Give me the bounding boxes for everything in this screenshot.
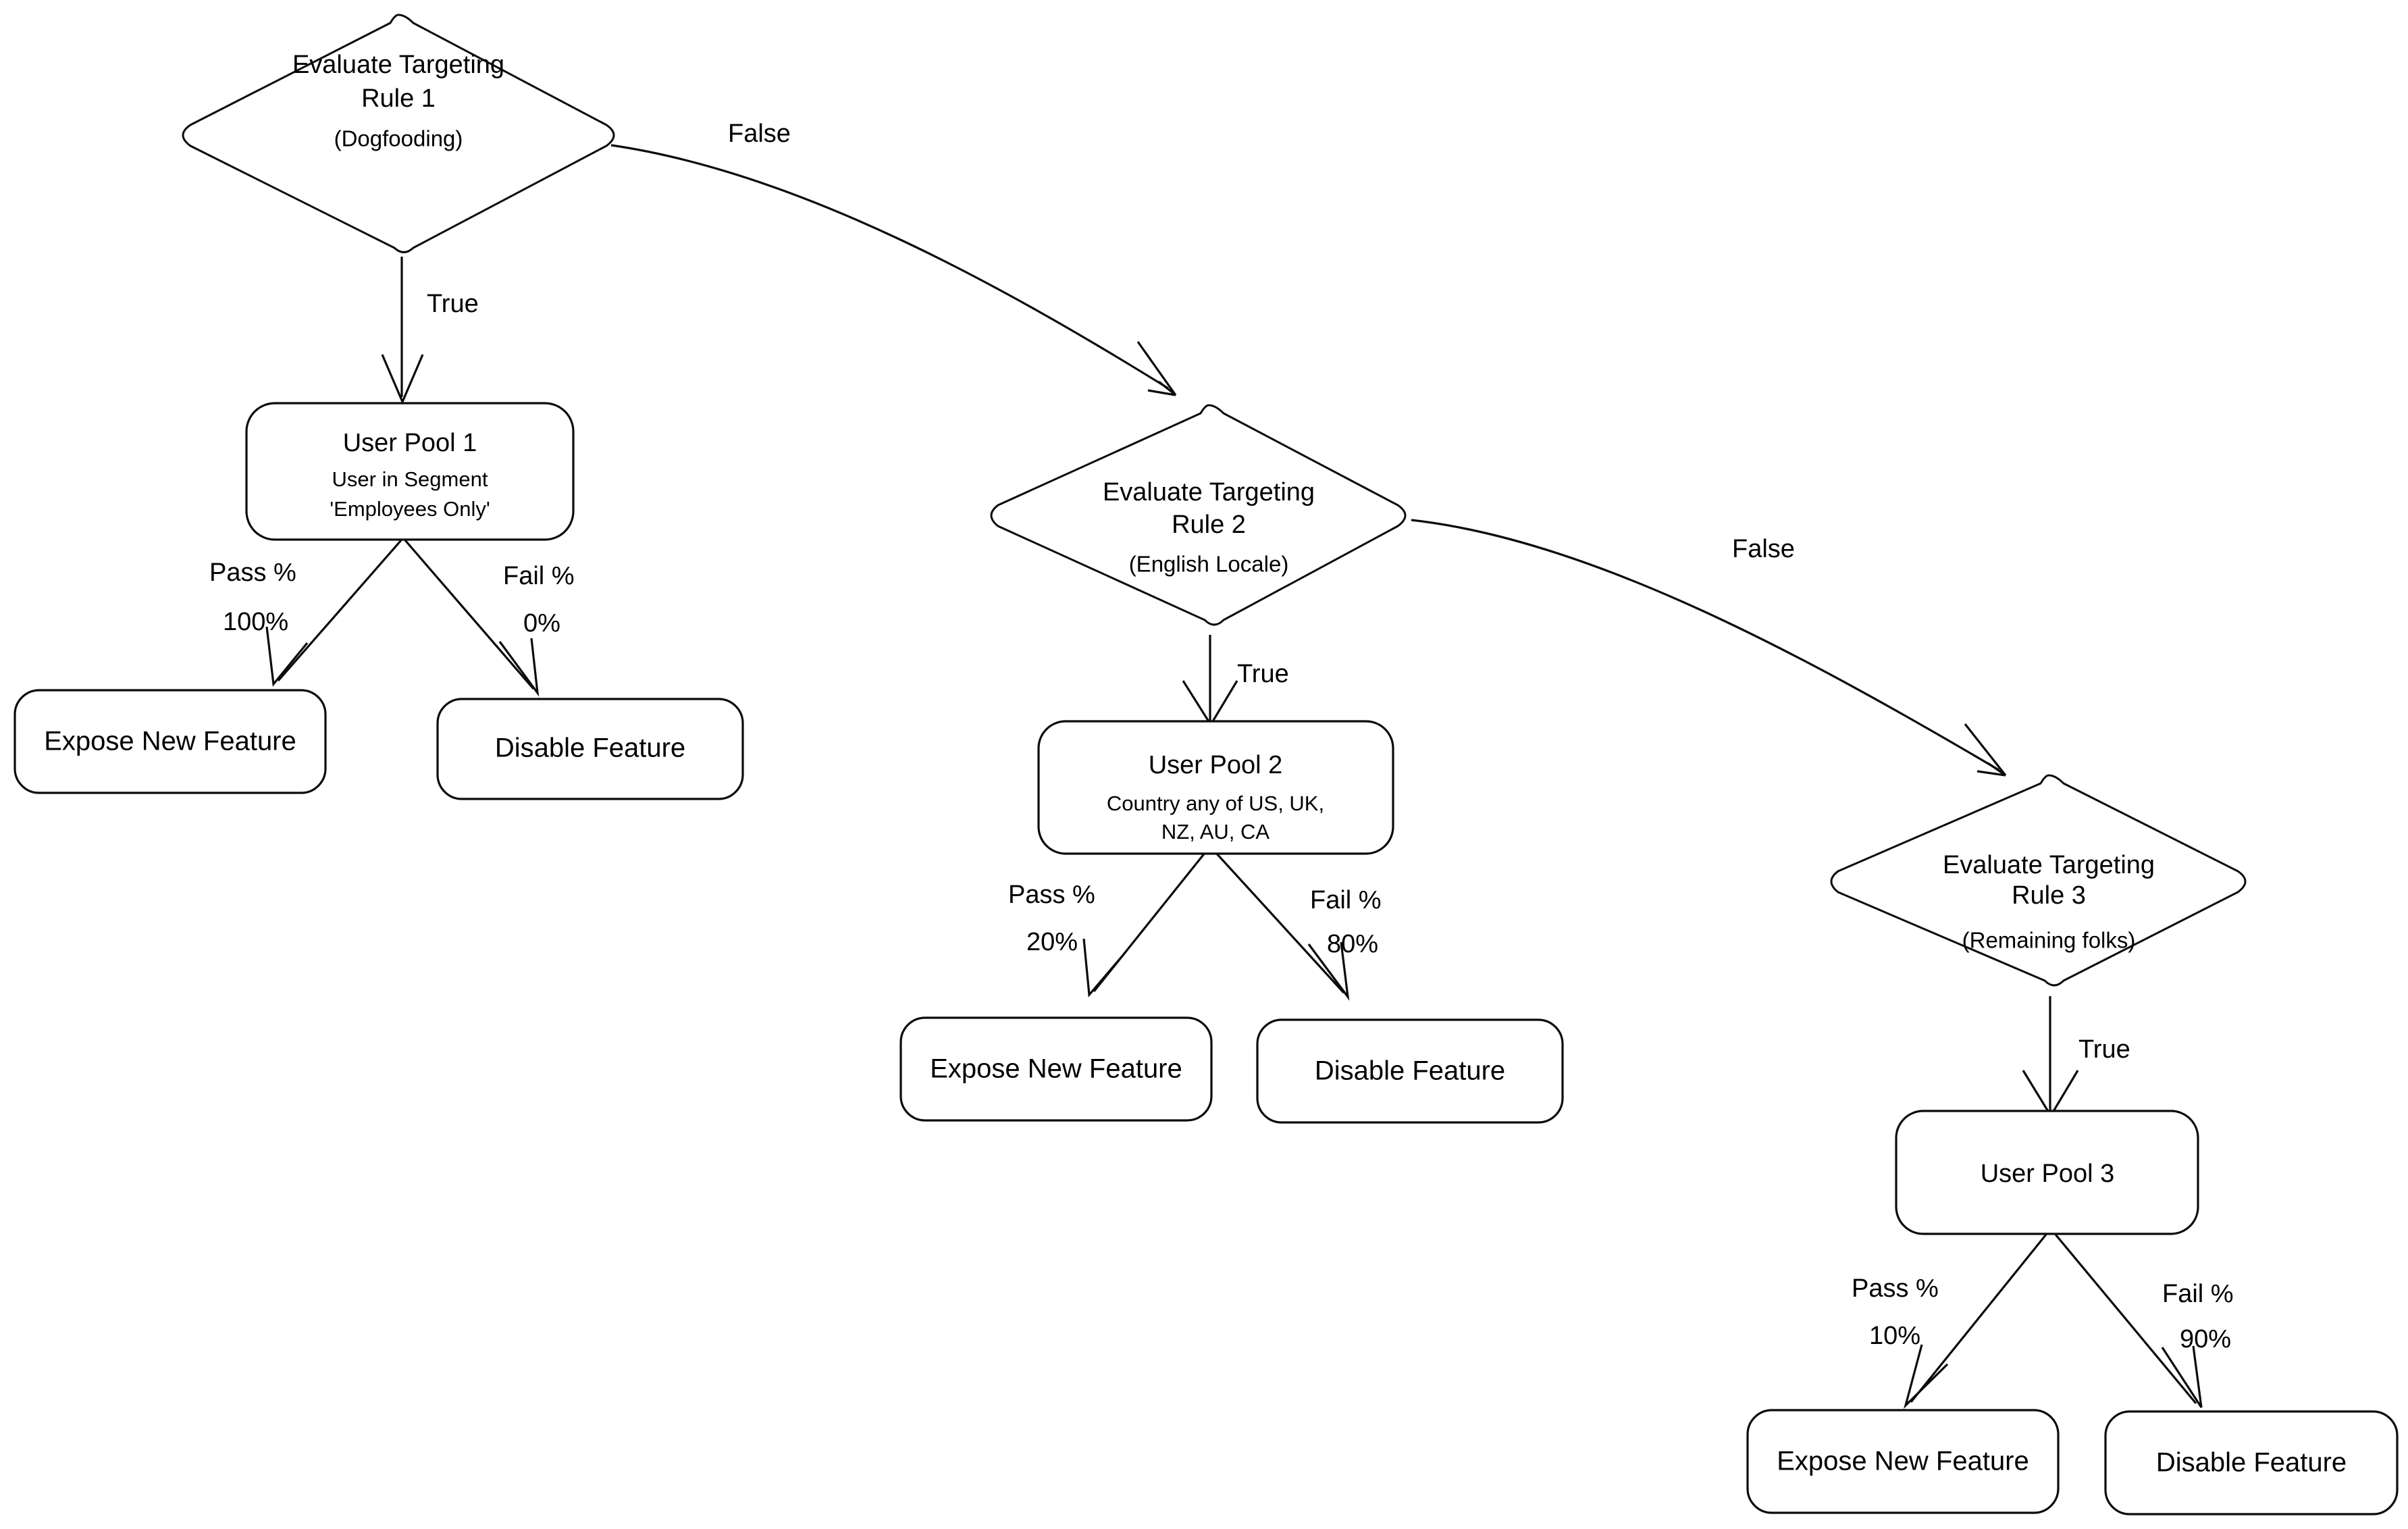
edge-rule1-true xyxy=(381,257,424,405)
node-pool3-title: User Pool 3 xyxy=(1981,1160,2115,1188)
edge-label-pool1-pass-value: 100% xyxy=(223,608,288,636)
edge-label-pool2-pass-value: 20% xyxy=(1026,928,1078,956)
node-expose3[interactable]: Expose New Feature xyxy=(1746,1409,2060,1514)
node-pool2-sub-line1: Country any of US, UK, xyxy=(1107,792,1324,815)
node-rule3-shape xyxy=(1830,774,2247,987)
node-pool1-title: User Pool 1 xyxy=(343,429,477,457)
node-disable2-label: Disable Feature xyxy=(1315,1056,1505,1086)
node-expose1-label: Expose New Feature xyxy=(44,727,296,756)
node-expose2-shape xyxy=(899,1016,1213,1122)
edge-label-pool2-fail-value: 80% xyxy=(1327,930,1378,958)
node-expose3-shape xyxy=(1746,1409,2060,1514)
node-pool2[interactable]: User Pool 2 Country any of US, UK, NZ, A… xyxy=(1037,720,1394,855)
node-pool2-sub-line2: NZ, AU, CA xyxy=(1161,820,1270,844)
node-pool3[interactable]: User Pool 3 xyxy=(1895,1110,2199,1235)
edge-pool1-pass-arrowhead xyxy=(265,626,309,687)
edge-label-rule1-true: True xyxy=(427,290,479,318)
edge-pool3-pass-line xyxy=(1910,1233,2047,1403)
edge-rule1-true-arrowhead xyxy=(381,354,424,405)
edge-pool3-pass xyxy=(1903,1233,2047,1409)
node-disable3[interactable]: Disable Feature xyxy=(2104,1410,2399,1515)
node-expose1-shape xyxy=(14,689,327,794)
node-pool1[interactable]: User Pool 1 User in Segment 'Employees O… xyxy=(245,402,575,541)
edge-rule1-false xyxy=(610,144,1177,396)
node-rule1-subtitle: (Dogfooding) xyxy=(334,126,463,151)
edge-pool2-fail xyxy=(1214,851,1350,1001)
edge-rule2-false xyxy=(1411,519,2007,777)
node-expose2-label: Expose New Feature xyxy=(930,1054,1182,1084)
node-pool2-shape xyxy=(1037,720,1394,855)
edge-pool1-fail xyxy=(404,539,540,697)
node-disable3-label: Disable Feature xyxy=(2156,1448,2347,1478)
node-rule3[interactable]: Evaluate Targeting Rule 3 (Remaining fol… xyxy=(1830,774,2247,987)
edge-label-pool2-pass: Pass % xyxy=(1008,881,1095,909)
edge-label-pool2-fail: Fail % xyxy=(1310,886,1382,914)
node-rule1-line2: Rule 1 xyxy=(361,84,436,113)
edge-rule2-false-line xyxy=(1411,519,1999,771)
node-pool2-title: User Pool 2 xyxy=(1149,751,1283,779)
edge-pool1-fail-arrowhead xyxy=(498,638,540,697)
node-rule2[interactable]: Evaluate Targeting Rule 2 (English Local… xyxy=(990,404,1407,626)
node-disable1[interactable]: Disable Feature xyxy=(436,698,744,800)
edge-label-pool1-fail-value: 0% xyxy=(523,609,560,638)
edge-label-pool3-fail: Fail % xyxy=(2162,1280,2234,1308)
node-pool3-shape xyxy=(1895,1110,2199,1235)
node-rule2-line2: Rule 2 xyxy=(1172,511,1246,539)
edge-rule2-true xyxy=(1182,635,1238,727)
edge-label-pool3-pass: Pass % xyxy=(1852,1274,1939,1303)
node-pool1-shape xyxy=(245,402,575,541)
edge-label-rule2-false: False xyxy=(1732,535,1795,563)
node-pool1-sub-line2: 'Employees Only' xyxy=(330,497,490,521)
node-rule1-line1: Evaluate Targeting xyxy=(292,51,504,79)
edge-pool3-fail-line xyxy=(2054,1233,2197,1405)
node-expose2[interactable]: Expose New Feature xyxy=(899,1016,1213,1122)
node-rule2-shape xyxy=(990,404,1407,626)
edge-pool1-pass-line xyxy=(277,539,402,682)
edge-pool2-pass xyxy=(1082,851,1207,997)
edge-rule1-false-arrowhead xyxy=(1136,341,1177,396)
node-rule3-line2: Rule 3 xyxy=(2012,881,2086,910)
node-rule2-line1: Evaluate Targeting xyxy=(1103,478,1315,507)
edge-label-pool1-fail: Fail % xyxy=(503,562,575,590)
node-rule1-shape xyxy=(182,14,615,253)
edge-rule3-true xyxy=(2022,996,2079,1118)
node-expose3-label: Expose New Feature xyxy=(1777,1447,2029,1476)
edge-pool3-fail xyxy=(2054,1233,2203,1408)
edge-pool3-fail-arrowhead xyxy=(2161,1345,2203,1408)
edge-rule2-false-arrowhead xyxy=(1964,723,2007,777)
edge-label-rule3-true: True xyxy=(2078,1035,2130,1064)
edge-label-rule1-false: False xyxy=(728,120,791,148)
node-rule2-subtitle: (English Locale) xyxy=(1129,552,1289,577)
edge-label-rule2-true: True xyxy=(1237,660,1289,688)
node-rule1[interactable]: Evaluate Targeting Rule 1 (Dogfooding) xyxy=(182,14,615,253)
node-disable3-shape xyxy=(2104,1410,2399,1515)
node-rule3-line1: Evaluate Targeting xyxy=(1943,851,2155,879)
edge-pool2-pass-arrowhead xyxy=(1082,938,1126,997)
edge-label-pool1-pass: Pass % xyxy=(209,559,296,587)
edge-pool3-pass-arrowhead xyxy=(1903,1344,1949,1409)
edge-pool1-fail-line xyxy=(404,539,535,690)
node-disable1-shape xyxy=(436,698,744,800)
edge-pool2-fail-line xyxy=(1214,851,1345,994)
edge-label-pool3-fail-value: 90% xyxy=(2180,1325,2231,1353)
edge-label-pool3-pass-value: 10% xyxy=(1869,1322,1920,1350)
node-disable2[interactable]: Disable Feature xyxy=(1256,1018,1564,1124)
node-disable1-label: Disable Feature xyxy=(495,733,685,763)
edge-pool1-pass xyxy=(265,539,402,687)
edge-rule1-false-line xyxy=(610,144,1169,390)
node-disable2-shape xyxy=(1256,1018,1564,1124)
edge-pool2-fail-arrowhead xyxy=(1307,941,1350,1001)
node-expose1[interactable]: Expose New Feature xyxy=(14,689,327,794)
node-rule3-subtitle: (Remaining folks) xyxy=(1962,928,2136,953)
node-pool1-sub-line1: User in Segment xyxy=(332,467,488,491)
